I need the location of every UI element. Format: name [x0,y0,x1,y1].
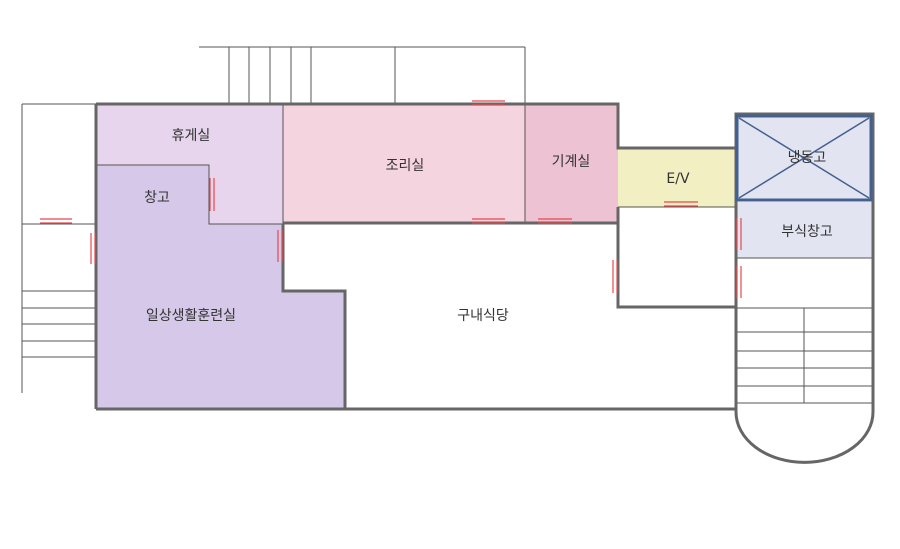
room-elevator-fill [618,148,736,207]
label-kitchen: 조리실 [386,158,425,174]
door-left-stairs [40,218,72,224]
room-kitchen-fill [283,104,525,223]
room-machine-fill [525,104,618,223]
door-elevator-bottom [664,201,698,207]
door-training-right [277,230,283,262]
door-right-stairs [736,266,742,298]
door-storage [209,178,215,211]
door-kitchen-bottom [472,218,505,224]
label-cafeteria: 구내식당 [457,308,509,324]
label-storage: 창고 [144,190,170,206]
interior-partitions [96,104,736,225]
right-stairs [736,257,873,404]
door-training-left [90,233,96,264]
door-markers [40,100,742,298]
top-stairs [199,46,526,104]
room-side-storage-fill [736,202,873,258]
label-training: 일상생활훈련실 [146,308,236,324]
door-cafeteria-right [612,260,618,293]
label-machine: 기계실 [552,154,591,170]
label-freezer: 냉동고 [788,150,827,166]
label-elevator: E/V [666,171,690,187]
freezer-box [735,114,873,202]
door-machine-bottom [538,218,572,224]
label-side-storage: 부식창고 [781,224,833,240]
door-kitchen-top [472,100,505,106]
left-stairs [21,103,96,393]
walls [94,102,875,464]
door-side-storage [736,218,742,250]
label-lounge: 휴게실 [172,128,211,144]
